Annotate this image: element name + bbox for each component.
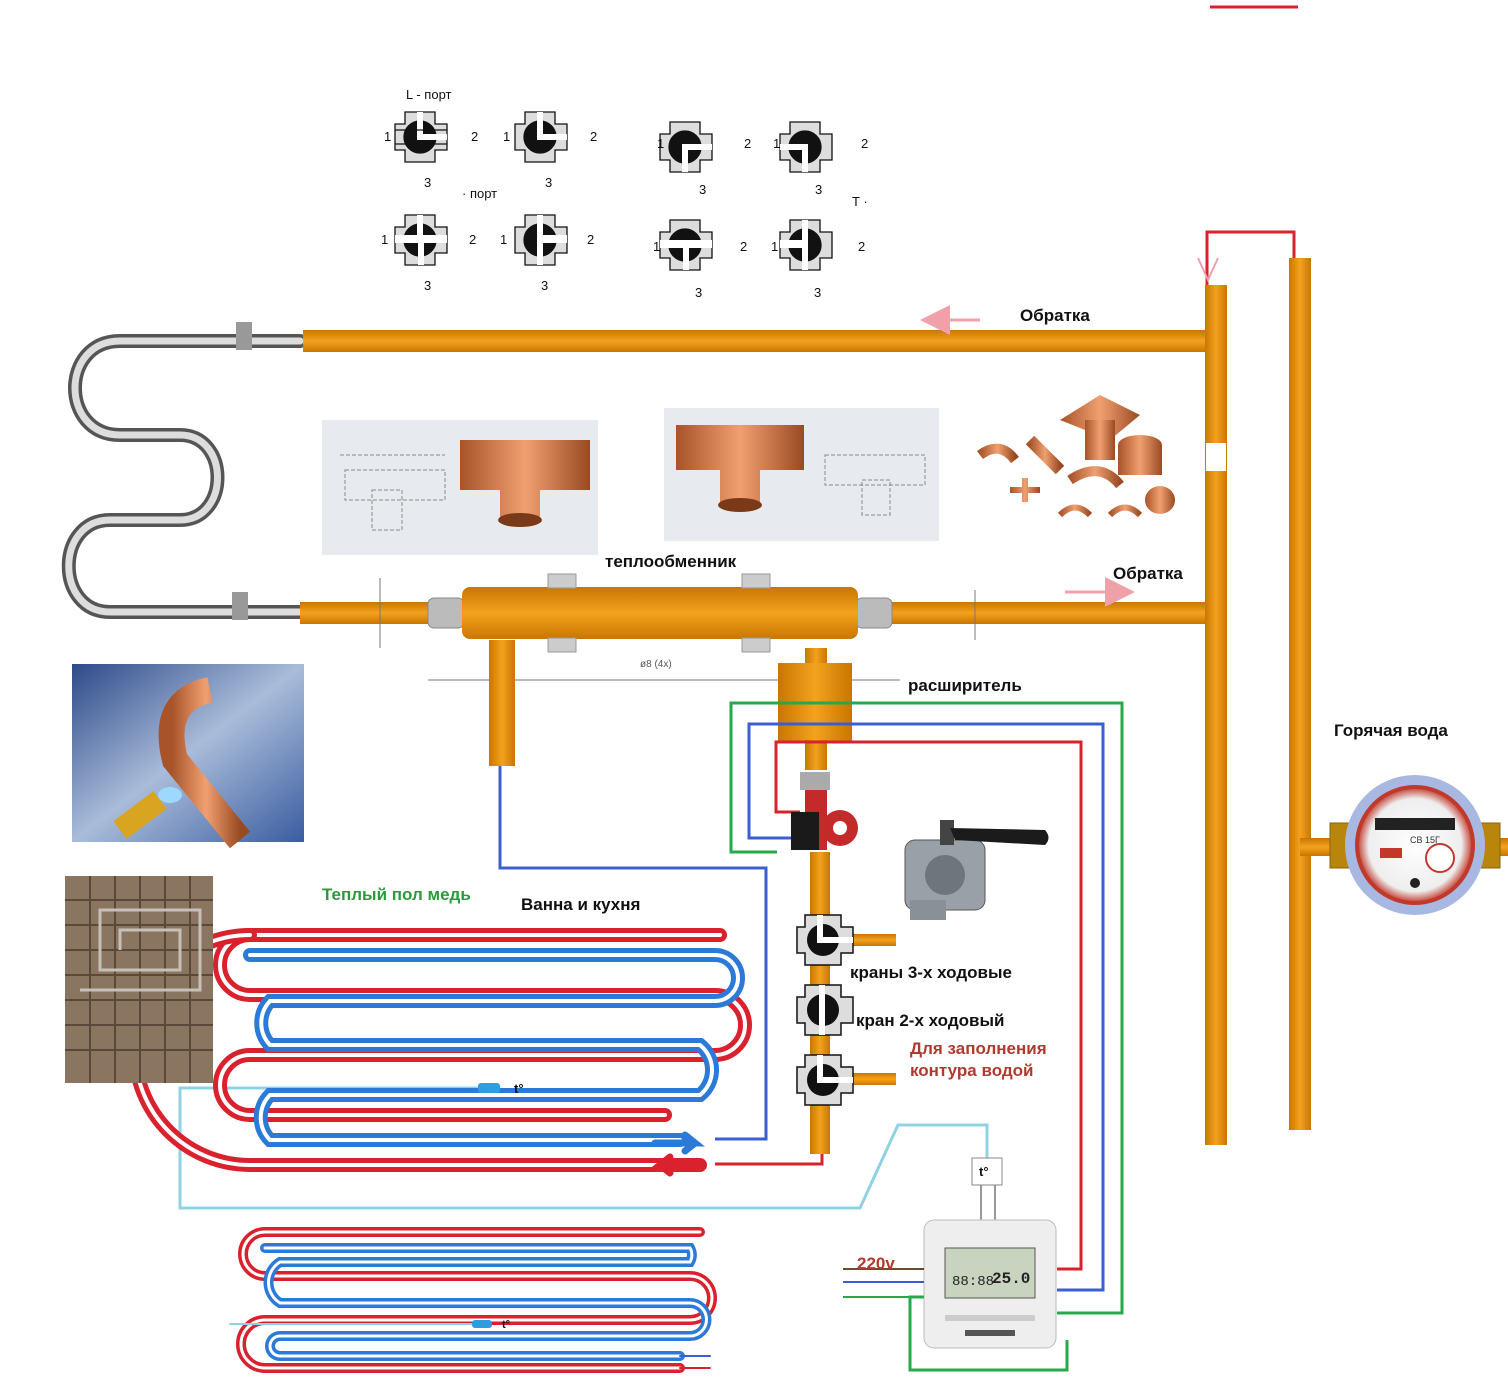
thermostat-temp: 25.0 (992, 1270, 1030, 1288)
svg-text:1: 1 (653, 239, 660, 254)
sensor-wire (178, 1086, 989, 1210)
sensor-label-main: t° (514, 1081, 524, 1096)
riser-pipes (1197, 230, 1508, 1145)
floor-sensor-main (478, 1083, 500, 1093)
svg-text:3: 3 (541, 278, 548, 293)
valve-symbol-l3 (659, 121, 713, 173)
supply-red (715, 1152, 824, 1166)
label-valves-3way: краны 3-х ходовые (850, 963, 1012, 982)
svg-text:2: 2 (861, 136, 868, 151)
svg-text:2: 2 (740, 239, 747, 254)
label-port: · порт (462, 186, 498, 201)
meter-model: СВ 15Г (1410, 835, 1440, 845)
svg-text:2: 2 (590, 129, 597, 144)
wire-green (729, 701, 1124, 1315)
svg-text:2: 2 (744, 136, 751, 151)
svg-text:1: 1 (771, 239, 778, 254)
port-numbers: 1 2 3 1 2 3 1 2 3 1 2 3 1 2 3 1 2 3 1 2 3 1 2 3 (381, 129, 868, 300)
valve-column (796, 852, 896, 1154)
svg-text:2: 2 (858, 239, 865, 254)
label-expander: расширитель (908, 676, 1022, 695)
wire-blue (747, 722, 1105, 1292)
wire-red (774, 740, 1083, 1271)
heat-exchanger (300, 573, 1205, 766)
valve-3way-top (796, 914, 854, 966)
svg-text:1: 1 (384, 129, 391, 144)
svg-text:3: 3 (815, 182, 822, 197)
floor-loop-main (128, 928, 752, 1177)
circulation-pump (791, 772, 858, 850)
exchanger-dims: ø8 (4x) (640, 659, 672, 670)
soldering-photo (72, 664, 304, 849)
sensor-label-thermostat: t° (979, 1164, 989, 1179)
svg-text:3: 3 (424, 278, 431, 293)
label-warm-floor: Теплый пол медь (322, 885, 471, 904)
expander (778, 648, 852, 770)
valve-symbol-t2 (514, 214, 568, 266)
tee-drawing-left (322, 420, 598, 555)
label-bath-kitchen: Ванна и кухня (521, 895, 641, 914)
thermostat-time: 88:88 (952, 1274, 994, 1290)
svg-text:3: 3 (699, 182, 706, 197)
svg-text:3: 3 (695, 285, 702, 300)
floor-sensor-small (472, 1320, 492, 1328)
svg-text:2: 2 (471, 129, 478, 144)
label-l-port: L - порт (406, 87, 452, 102)
label-heat-exchanger: теплообменник (605, 552, 737, 571)
valve-symbol-t1 (394, 214, 448, 266)
valve-symbol-l1 (394, 111, 448, 163)
svg-text:3: 3 (545, 175, 552, 190)
valve-symbol-t4 (779, 219, 833, 271)
label-voltage: 220v (857, 1254, 895, 1273)
return-pipe-top (303, 330, 1205, 352)
svg-text:ø8 (4x): ø8 (4x) (640, 659, 672, 670)
label-valve-2way: кран 2-х ходовый (856, 1011, 1005, 1030)
tee-drawing-right (664, 408, 939, 541)
riser-hot-loop (1205, 230, 1296, 285)
copper-fittings (975, 395, 1175, 518)
label-fill-1: Для заполнения (910, 1039, 1047, 1058)
label-t-port: T · (852, 194, 868, 209)
svg-text:1: 1 (657, 136, 664, 151)
label-hot-water: Горячая вода (1334, 721, 1448, 740)
valve-symbol-t3 (659, 219, 713, 271)
sensor-label-small: t° (502, 1319, 510, 1331)
water-meter: СВ 15Г (1329, 775, 1501, 915)
valve-3way-bottom (796, 1054, 854, 1106)
svg-text:1: 1 (381, 232, 388, 247)
svg-text:3: 3 (424, 175, 431, 190)
svg-text:1: 1 (773, 136, 780, 151)
thermostat (843, 1157, 1057, 1349)
floor-loop-small (229, 1227, 717, 1373)
valve-2way (796, 984, 854, 1036)
svg-text:2: 2 (587, 232, 594, 247)
svg-text:1: 1 (503, 129, 510, 144)
floor-install-photo (65, 876, 213, 1083)
riser-arrow (1197, 257, 1219, 283)
control-wires (178, 701, 1124, 1372)
svg-text:1: 1 (500, 232, 507, 247)
label-return-mid: Обратка (1113, 564, 1183, 583)
svg-text:2: 2 (469, 232, 476, 247)
label-return-top: Обратка (1020, 306, 1090, 325)
ball-valve-photo (904, 820, 1049, 920)
label-fill-2: контура водой (910, 1061, 1034, 1080)
valve-symbol-l4 (779, 121, 833, 173)
valve-symbol-l2 (514, 111, 568, 163)
towel-rail (61, 322, 307, 620)
valve-port-symbols (394, 111, 833, 271)
supply-blue (498, 766, 768, 1141)
svg-text:3: 3 (814, 285, 821, 300)
